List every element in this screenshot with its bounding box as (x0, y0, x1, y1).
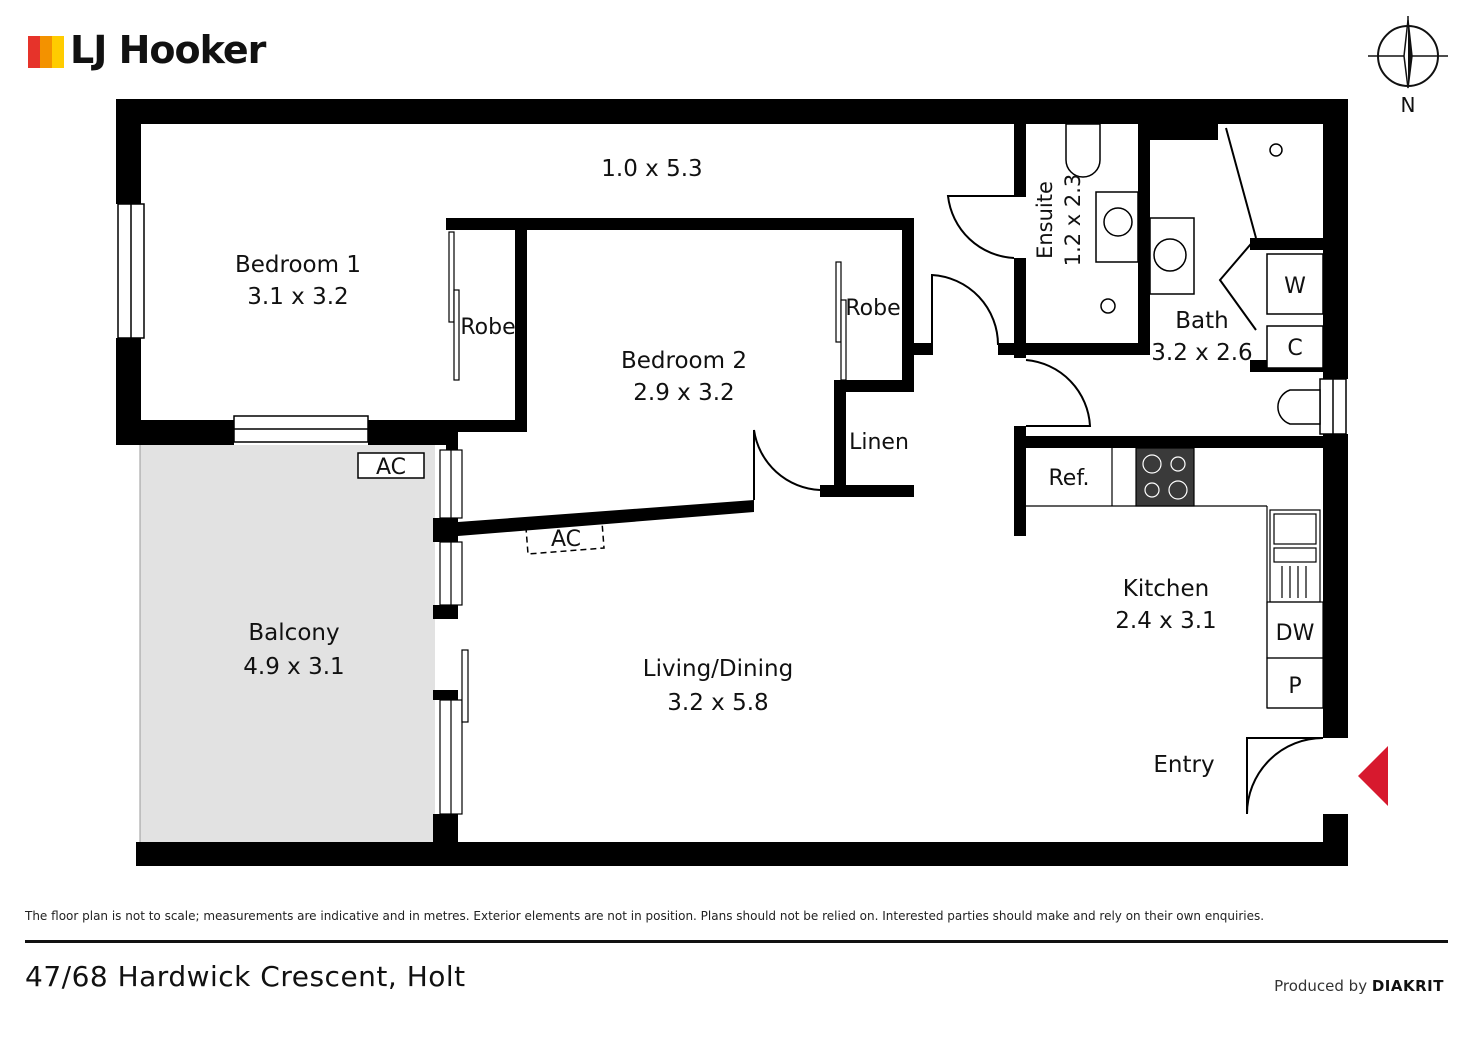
bedroom1-dims: 3.1 x 3.2 (247, 284, 348, 310)
brand-name: LJ Hooker (70, 28, 266, 72)
compass-label: N (1401, 93, 1416, 117)
disclaimer: The floor plan is not to scale; measurem… (25, 909, 1265, 923)
balcony-area (140, 445, 435, 845)
produced-by: Produced by DIAKRIT (1274, 977, 1444, 995)
ac2-label: AC (551, 527, 581, 552)
dw-label: DW (1276, 621, 1315, 646)
footer-divider (25, 940, 1448, 943)
ac-units (357, 452, 605, 555)
fixture-labels: Robe Robe Linen AC AC Ref. W C DW P (376, 274, 1315, 699)
logo-bar-yellow (52, 36, 64, 68)
windows (117, 203, 1347, 443)
property-address: 47/68 Hardwick Crescent, Holt (25, 960, 466, 993)
sliding-doors (439, 231, 847, 815)
bath-name: Bath (1175, 308, 1228, 334)
outer-walls (116, 99, 1348, 866)
room-labels: 1.0 x 5.3 Bedroom 1 3.1 x 3.2 Bedroom 2 … (235, 156, 1253, 778)
kitchen-name: Kitchen (1123, 576, 1209, 602)
p-label: P (1288, 674, 1301, 699)
kitchen-fixtures (1026, 447, 1324, 709)
ac1-label: AC (376, 455, 406, 480)
ensuite-name: Ensuite (1033, 181, 1057, 259)
living-name: Living/Dining (643, 656, 793, 682)
logo-bar-red (28, 36, 40, 68)
entry-label: Entry (1153, 752, 1214, 778)
logo-bar-orange (40, 36, 52, 68)
bathroom-fixtures (1065, 123, 1324, 425)
bedroom2-name: Bedroom 2 (621, 348, 747, 374)
floor-plan: 1.0 x 5.3 Bedroom 1 3.1 x 3.2 Bedroom 2 … (116, 99, 1388, 866)
robe1-label: Robe (460, 315, 515, 340)
ensuite-label: Ensuite 1.2 x 2.3 (1033, 174, 1085, 267)
bedroom2-dims: 2.9 x 3.2 (633, 380, 734, 406)
living-dims: 3.2 x 5.8 (667, 690, 768, 716)
linen-label: Linen (849, 430, 909, 455)
hall-dims: 1.0 x 5.3 (601, 156, 702, 182)
logo-bars-icon (28, 36, 64, 68)
producer-name: DIAKRIT (1371, 977, 1444, 995)
balcony-dims: 4.9 x 3.1 (243, 654, 344, 680)
ref-label: Ref. (1049, 466, 1090, 491)
robe2-label: Robe (845, 296, 900, 321)
w-label: W (1284, 274, 1306, 299)
interior-walls (433, 122, 1323, 700)
c-label: C (1287, 336, 1302, 361)
kitchen-dims: 2.4 x 3.1 (1115, 608, 1216, 634)
balcony-name: Balcony (248, 620, 339, 646)
doors (753, 127, 1324, 815)
ensuite-dims: 1.2 x 2.3 (1061, 174, 1085, 267)
compass-north-icon: N (1368, 16, 1448, 117)
produced-by-label: Produced by (1274, 977, 1368, 995)
entry-arrow-icon (1358, 746, 1388, 806)
bath-dims: 3.2 x 2.6 (1151, 340, 1252, 366)
bedroom1-name: Bedroom 1 (235, 252, 361, 278)
